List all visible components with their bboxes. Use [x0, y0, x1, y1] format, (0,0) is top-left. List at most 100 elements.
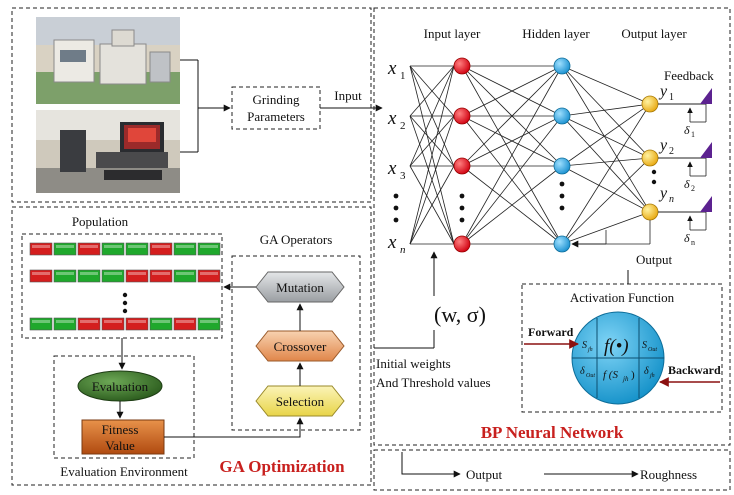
activation-left-bottom-sub: Out	[586, 373, 595, 379]
xn-sub: n	[400, 244, 406, 256]
input-variables: x 1 x 2 x 3 x n	[387, 58, 406, 256]
delta-triangle	[700, 196, 712, 212]
gene-cell	[29, 242, 53, 256]
input-node	[453, 57, 471, 75]
delta-triangle	[700, 142, 712, 158]
gene-cell	[173, 242, 197, 256]
y2-label: y	[658, 137, 668, 154]
activation-neuron	[571, 311, 665, 405]
y1-sub: 1	[669, 92, 674, 103]
activation-title: Activation Function	[570, 290, 675, 305]
mutation-operator	[255, 271, 345, 303]
gene-cell	[197, 269, 221, 283]
gene-cell	[173, 269, 197, 283]
forward-label: Forward	[528, 325, 574, 339]
grinding-label-2: Parameters	[247, 109, 305, 124]
gene-cell	[101, 317, 125, 331]
output-variables: Feedback y 1 y 2 y n	[651, 68, 714, 205]
gene-cell	[29, 317, 53, 331]
activation-left-bottom: δ	[580, 366, 585, 377]
eval-env-title: Evaluation Environment	[60, 464, 188, 479]
gene-cell	[173, 317, 197, 331]
gene-cell	[125, 317, 149, 331]
feedback-label: Feedback	[664, 68, 714, 83]
fitness-label-2: Value	[105, 438, 135, 453]
activation-center-bottom-end: )	[631, 369, 635, 381]
gene-cell	[125, 242, 149, 256]
init-weights-2: And Threshold values	[376, 375, 491, 390]
input-node	[453, 157, 471, 175]
output-node	[641, 95, 659, 113]
selection-operator	[255, 385, 345, 417]
x1-label: x	[387, 58, 397, 79]
gene-cell	[53, 269, 77, 283]
activation-center-bottom-sub: jh	[622, 375, 629, 383]
hidden-layer-title: Hidden layer	[522, 26, 590, 41]
hidden-node	[553, 107, 571, 125]
input-arrow-label: Input	[334, 88, 362, 103]
gene-cell	[125, 269, 149, 283]
nn-output-label: Output	[636, 252, 673, 267]
nn-connections	[409, 65, 651, 248]
crossover-operator	[255, 330, 345, 362]
output-node	[641, 203, 659, 221]
output-layer-title: Output layer	[621, 26, 687, 41]
gene-cell	[53, 242, 77, 256]
gene-cell	[77, 242, 101, 256]
connector-photos	[180, 59, 231, 153]
ga-operators-title: GA Operators	[260, 232, 333, 247]
gene-cell	[149, 317, 173, 331]
x2-label: x	[387, 108, 397, 129]
hidden-node	[553, 235, 571, 253]
activation-right-top: S	[642, 340, 647, 351]
delta-sub: n	[691, 238, 695, 247]
frame-lines	[11, 7, 731, 491]
hidden-node	[553, 157, 571, 175]
evaluation-label: Evaluation	[92, 379, 149, 394]
population-title: Population	[72, 214, 129, 229]
input-node	[453, 107, 471, 125]
init-weights-1: Initial weights	[376, 356, 451, 371]
machine-photo	[36, 17, 180, 104]
delta-sub: 2	[691, 184, 695, 193]
input-node	[453, 235, 471, 253]
gene-cell	[101, 242, 125, 256]
x2-sub: 2	[400, 120, 406, 132]
grinding-label-1: Grinding	[253, 92, 300, 107]
xn-label: x	[387, 232, 397, 253]
hidden-node	[553, 57, 571, 75]
bottom-flow	[401, 452, 639, 478]
y1-label: y	[658, 83, 668, 100]
gene-cell	[77, 269, 101, 283]
delta-label: δ	[684, 177, 690, 191]
x1-sub: 1	[400, 70, 406, 82]
chromosomes	[29, 242, 221, 331]
gene-cell	[53, 317, 77, 331]
selection-label: Selection	[276, 394, 325, 409]
gene-cell	[197, 317, 221, 331]
activation-right-bottom: δ	[644, 366, 649, 377]
gene-cell	[29, 269, 53, 283]
y2-sub: 2	[669, 146, 674, 157]
ga-operator-arrows	[223, 283, 304, 386]
activation-left-top: S	[582, 340, 587, 351]
grinding-box	[231, 86, 321, 130]
gene-cell	[77, 317, 101, 331]
input-layer-title: Input layer	[424, 26, 481, 41]
yn-sub: n	[669, 194, 674, 205]
crossover-label: Crossover	[274, 339, 327, 354]
ga-flow-arrows	[116, 338, 304, 438]
yn-label: y	[658, 185, 668, 202]
activation-left-top-sub: jh	[587, 347, 593, 353]
mutation-label: Mutation	[276, 280, 324, 295]
gene-cell	[101, 269, 125, 283]
w-sigma-label: (w, σ)	[434, 302, 486, 327]
delta-sub: 1	[691, 130, 695, 139]
gene-cell	[149, 242, 173, 256]
backward-label: Backward	[668, 363, 721, 377]
lab-photo	[36, 110, 180, 193]
fitness-node	[81, 419, 165, 455]
gene-cell	[149, 269, 173, 283]
